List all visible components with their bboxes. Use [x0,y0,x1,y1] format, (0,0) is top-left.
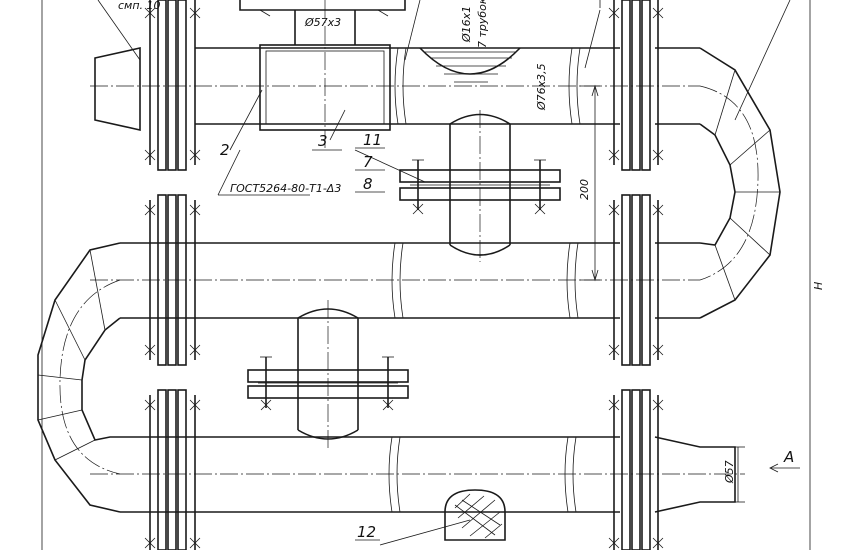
label-outlet-dim: Ø57 [723,460,736,484]
callout-7: 7 [363,153,373,171]
vertical-connector-lower [247,300,409,450]
leader-11 [354,149,426,183]
label-tubes-count: 7 трубок [476,0,489,48]
flange-stack-left-bottom [144,389,201,550]
pipe-run-middle [90,242,700,319]
callout-2: 2 [220,141,230,159]
label-top-note: смп. 10 [118,0,161,12]
leader-12 [379,519,471,546]
label-pipe-small: Ø57x3 [304,16,341,29]
dimension-lines [97,0,800,546]
leader-top-note [97,0,141,61]
outlet-reducer [654,436,736,513]
flange-stack-right-top [608,0,664,171]
elbow-left [37,242,121,513]
label-tubes-dim: Ø16x1 [460,6,473,43]
tube-bundle-cut [419,47,521,83]
flange-stack-right-bottom [608,389,664,550]
bottom-nozzle [444,489,506,541]
pipe-run-bottom [90,436,745,513]
label-standard: ГОСТ5264-80-Т1-Δ3 [230,182,341,195]
pipe-run-top [90,47,700,131]
callout-3: 3 [318,132,328,150]
label-shell-dim: Ø76x3,5 [535,63,548,111]
label-spacing-dim: 200 [578,179,591,200]
inlet-reducer [94,47,141,131]
callout-11: 11 [363,131,382,149]
flange-stack-right-middle [608,194,664,366]
flange-stack-left-top [144,0,201,171]
label-height-dim: H [812,282,825,290]
leader-2 [229,89,263,151]
drawing-labels: смп. 10 Ø57x3 Ø16x1 7 трубок Ø76x3,5 200… [118,0,825,541]
flange-stack-left-middle [144,194,201,366]
callout-8: 8 [363,175,373,193]
leader-3 [329,109,346,141]
vertical-connector-upper [399,110,561,262]
label-view-letter: A [783,448,794,466]
callout-12: 12 [357,523,376,541]
top-branch-box [239,0,406,150]
frame-lines [41,0,811,550]
elbow-right [699,47,781,319]
